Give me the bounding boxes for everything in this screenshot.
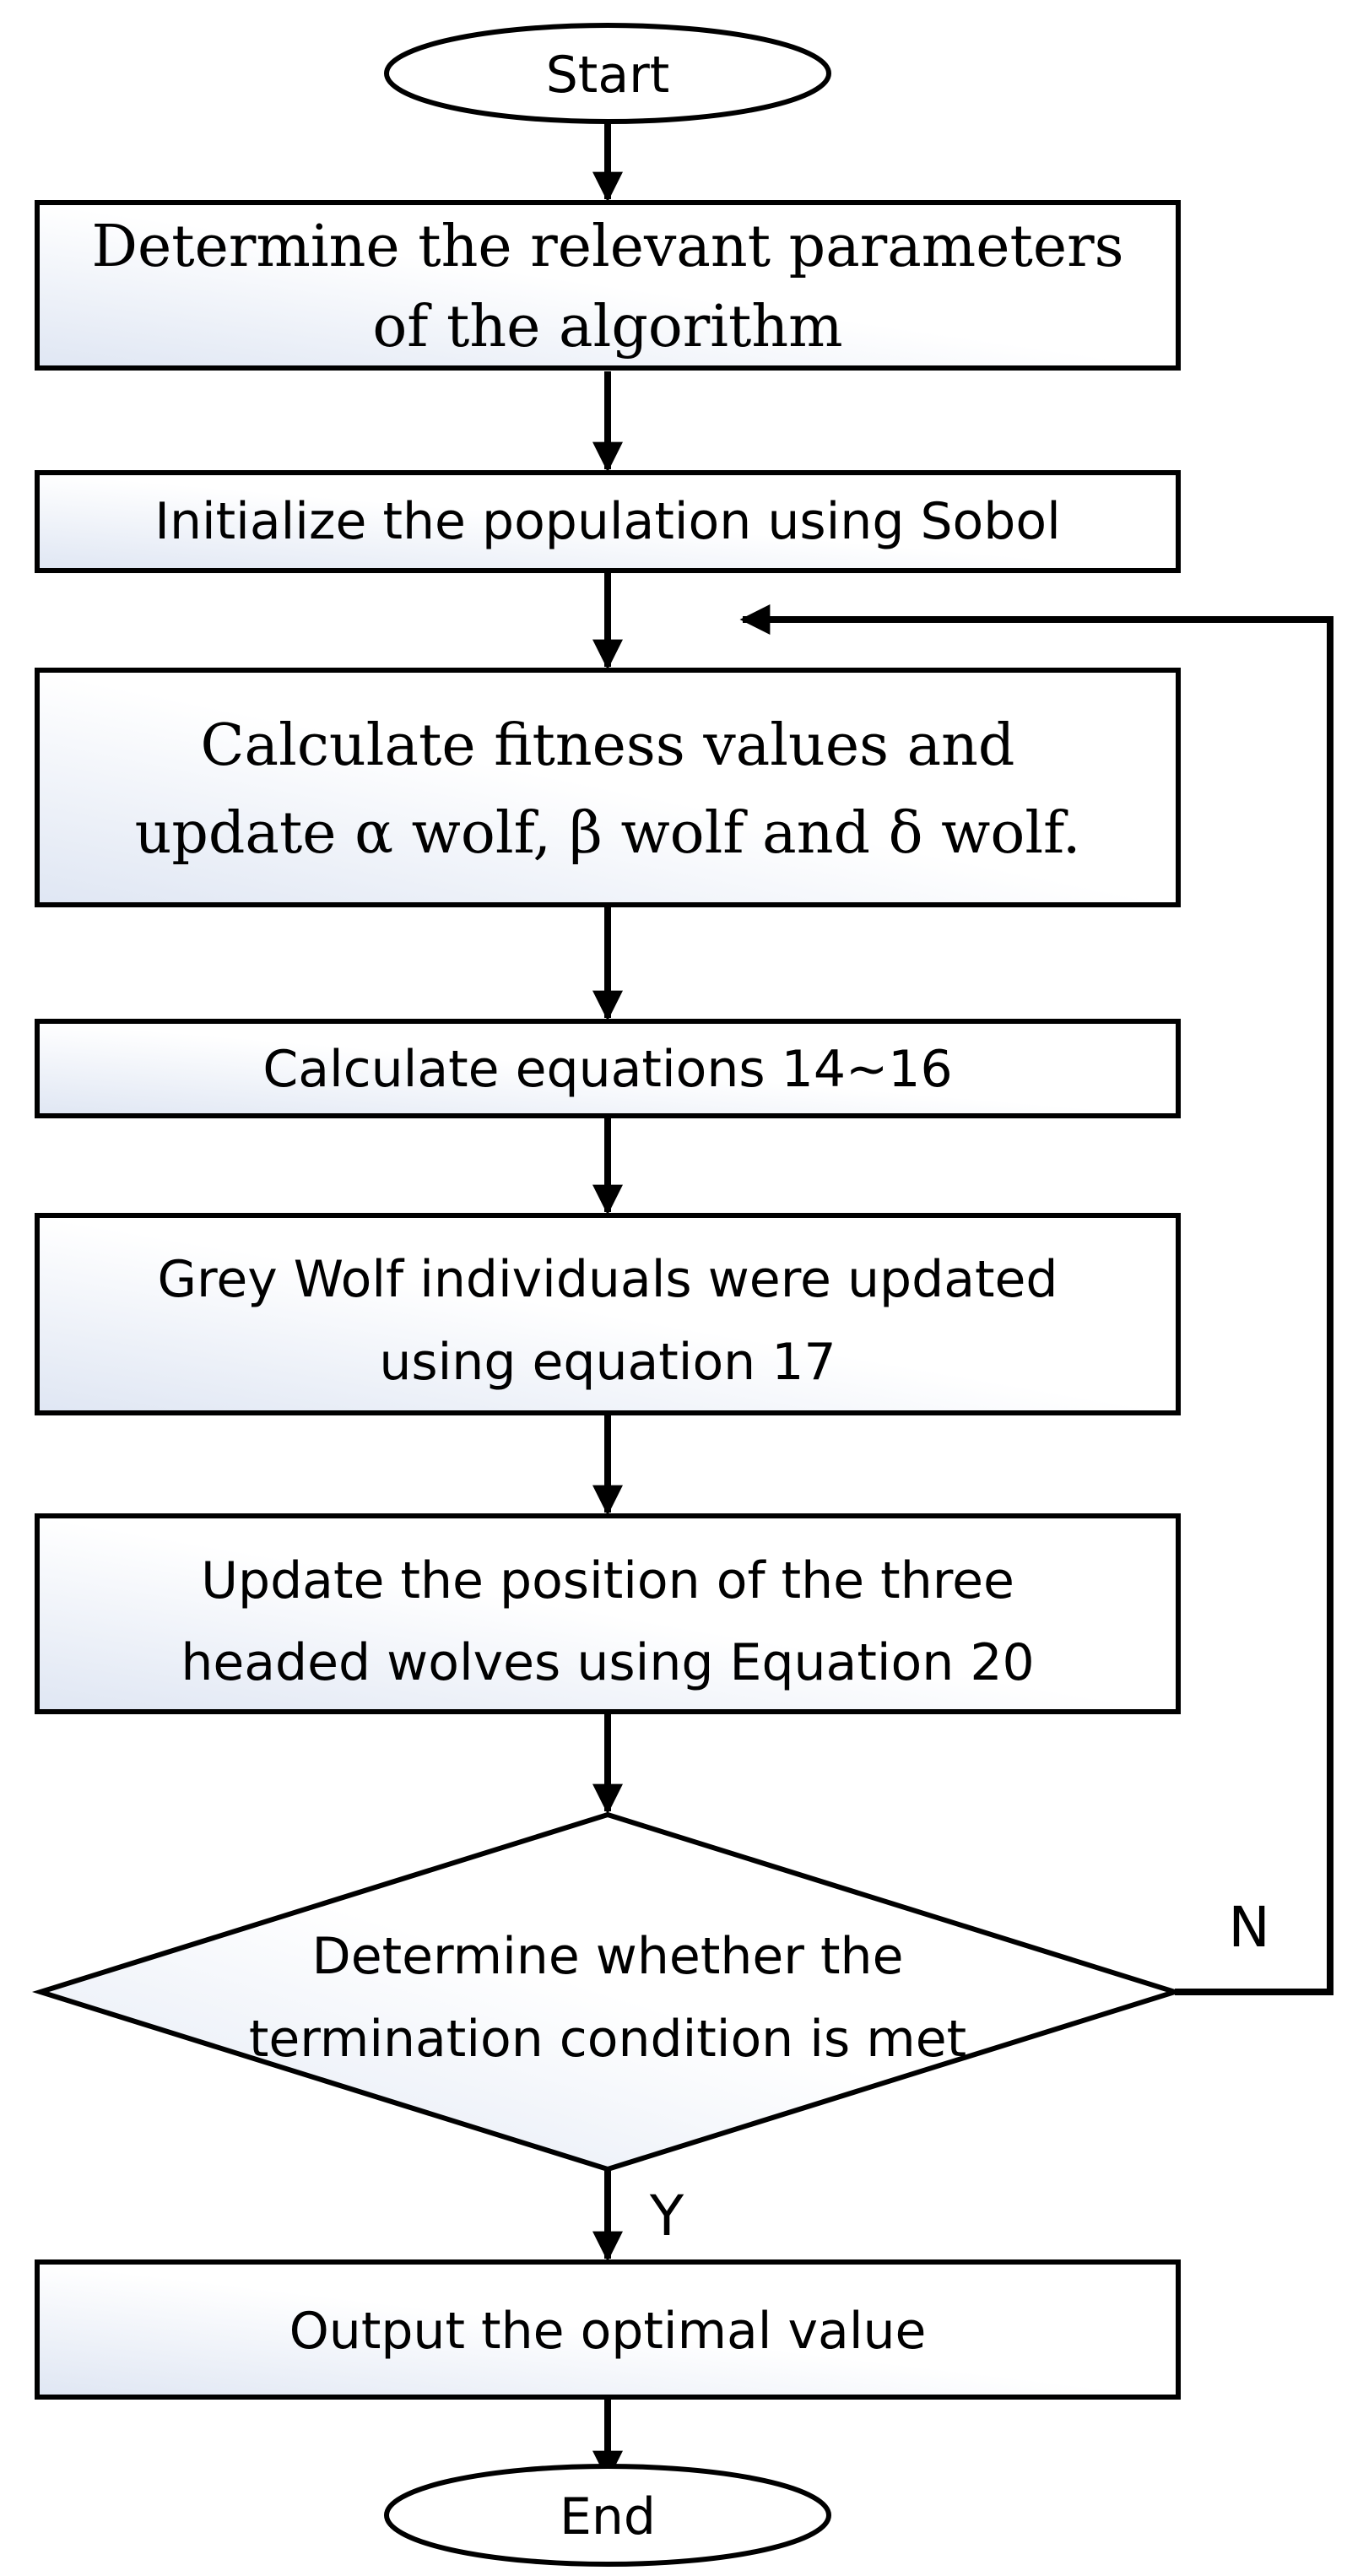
output-rect xyxy=(35,2259,1181,2400)
fitness-label-line1: Calculate fitness values and xyxy=(201,712,1015,779)
yes-branch-label: Y xyxy=(649,2184,684,2249)
loop-back-arrow xyxy=(739,604,1333,1995)
init-label: Initialize the population using Sobol xyxy=(154,492,1060,551)
fitness-box: Calculate fitness values and update α wo… xyxy=(35,668,1181,907)
decision-diamond: Determine whether the termination condit… xyxy=(31,1811,1184,2173)
grey-wolf-rect xyxy=(35,1213,1181,1415)
start-label: Start xyxy=(546,46,670,105)
grey-wolf-label-line1: Grey Wolf individuals were updated xyxy=(157,1250,1058,1309)
connectors xyxy=(592,123,1333,2481)
decision-label-line2: termination condition is met xyxy=(249,2010,966,2069)
start-ellipse xyxy=(384,23,831,124)
update-label-line2: headed wolves using Equation 20 xyxy=(181,1633,1034,1692)
init-rect xyxy=(35,470,1181,573)
end-ellipse xyxy=(384,2464,831,2567)
fitness-label-line2: update α wolf, β wolf and δ wolf. xyxy=(135,800,1081,867)
end-terminal: End xyxy=(384,2464,831,2567)
fitness-rect xyxy=(35,668,1181,907)
update-label-line1: Update the position of the three xyxy=(201,1551,1014,1610)
start-terminal: Start xyxy=(384,23,831,124)
grey-wolf-label-line2: using equation 17 xyxy=(379,1333,836,1392)
equations-label: Calculate equations 14~16 xyxy=(262,1040,952,1099)
update-rect xyxy=(35,1513,1181,1714)
decision-label-line1: Determine whether the xyxy=(312,1927,904,1986)
params-box: Determine the relevant parameters of the… xyxy=(35,200,1181,371)
equations-rect xyxy=(35,1019,1181,1118)
no-branch-label: N xyxy=(1228,1895,1269,1960)
equations-box: Calculate equations 14~16 xyxy=(35,1019,1181,1118)
params-label-line2: of the algorithm xyxy=(372,294,842,360)
init-box: Initialize the population using Sobol xyxy=(35,470,1181,573)
output-label: Output the optimal value xyxy=(289,2302,927,2361)
update-box: Update the position of the three headed … xyxy=(35,1513,1181,1714)
params-rect xyxy=(35,200,1181,371)
decision-shape xyxy=(31,1811,1184,2173)
end-label: End xyxy=(560,2487,656,2546)
params-label-line1: Determine the relevant parameters xyxy=(92,214,1124,280)
output-box: Output the optimal value xyxy=(35,2259,1181,2400)
grey-wolf-box: Grey Wolf individuals were updated using… xyxy=(35,1213,1181,1415)
